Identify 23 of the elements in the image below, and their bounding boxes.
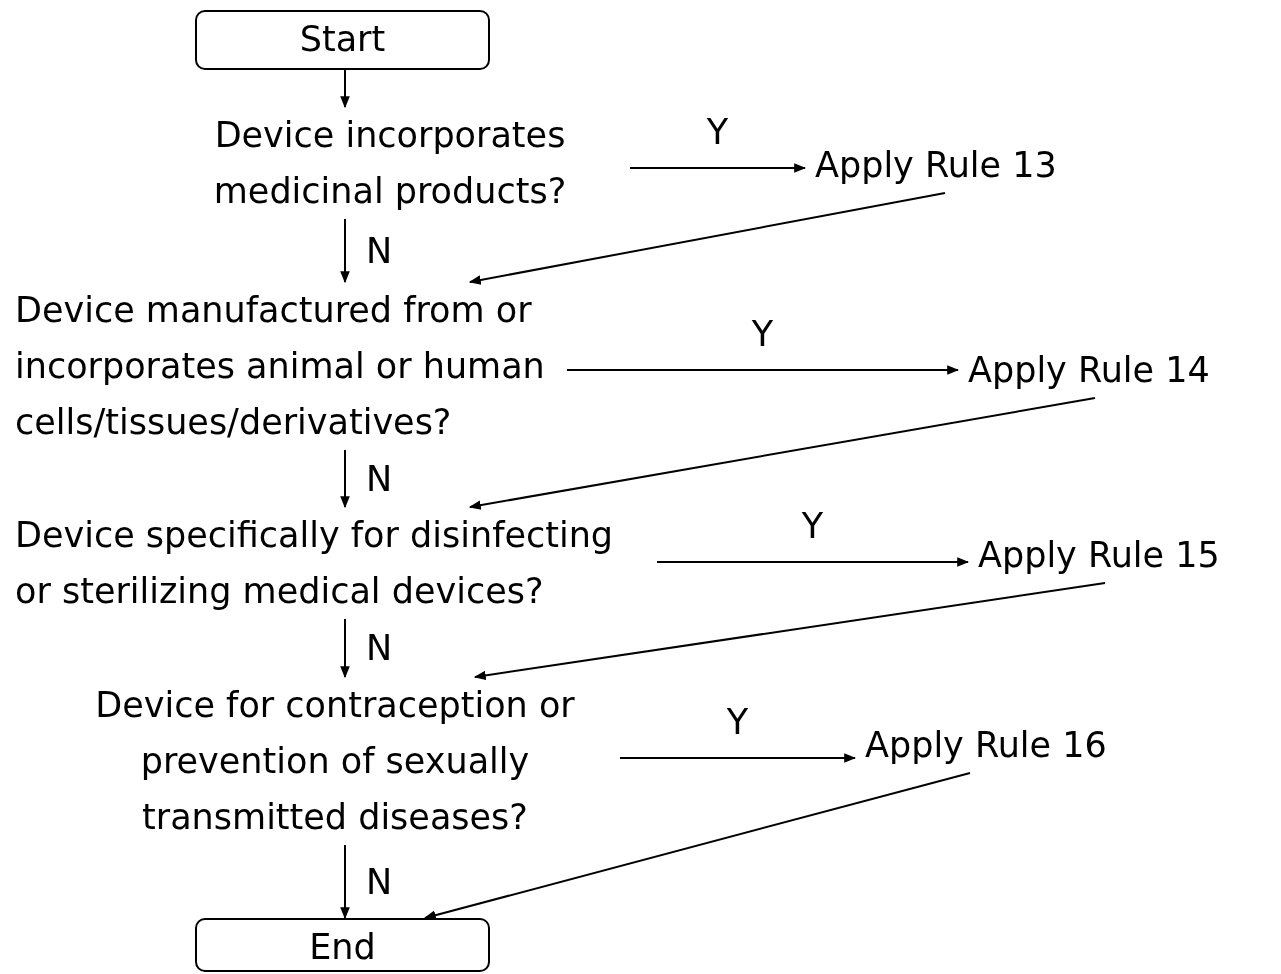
decision-text: Device specifically for disinfecting or sterilizing medical devices? [5,507,657,619]
arrow [468,397,1096,510]
action-text: Apply Rule 13 [805,137,1067,193]
arrow [340,844,350,920]
decision-text: Device manufactured from or incorporates animal or human cells/tissues/derivatives? [5,282,567,450]
decision-text: Device incorporates medicinal products? [150,107,630,219]
decision-text: Device for contraception or prevention of sexually transmitted diseases? [50,677,620,845]
arrow [566,365,960,375]
arrow [468,192,946,285]
arrow [340,449,350,509]
start-terminal: Start [195,10,490,70]
action-text: Apply Rule 14 [958,342,1220,398]
arrow [619,753,857,763]
arrow [340,218,350,284]
arrow [629,163,807,173]
arrow [473,582,1106,681]
action-text: Apply Rule 15 [968,527,1230,583]
end-terminal: End [195,918,490,972]
arrow [423,772,971,920]
arrow [340,69,350,109]
arrow [656,557,970,567]
arrow [340,618,350,679]
action-text: Apply Rule 16 [855,717,1117,773]
